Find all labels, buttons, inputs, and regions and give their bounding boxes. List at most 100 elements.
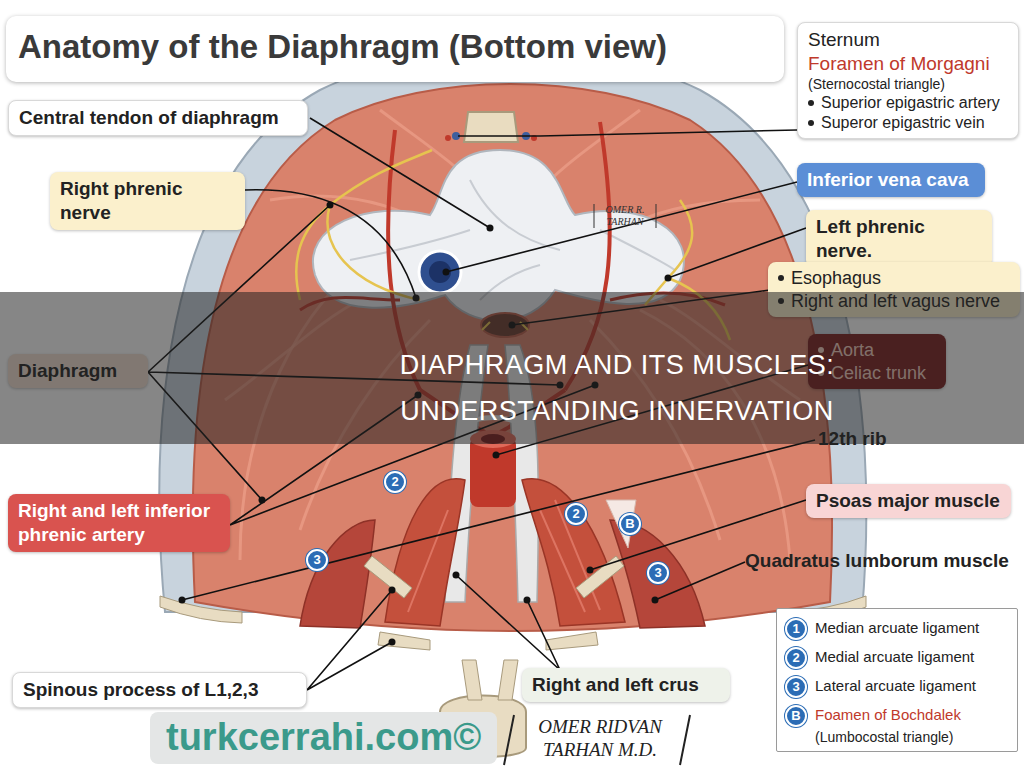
- label-text: Right phrenic nerve: [60, 177, 235, 225]
- nerve-label-box: Right phrenic nerve: [50, 172, 245, 230]
- caption-band: DIAPHRAGM AND ITS MUSCLES: UNDERSTANDING…: [0, 292, 1024, 444]
- nerve-label-box: Left phrenic nerve.: [806, 210, 992, 268]
- label-text: Superior epigastric artery: [821, 93, 1000, 113]
- callout-text: 3: [787, 678, 805, 696]
- transverse-process: [378, 632, 598, 650]
- callout-number: 2: [785, 647, 807, 669]
- label-text: Sternum: [808, 28, 1008, 52]
- callout-number: 2: [565, 503, 587, 525]
- watermark-text: OMER R. TARHAN: [596, 204, 654, 228]
- leader-dot: [443, 269, 450, 276]
- psoas-muscle: [385, 479, 465, 626]
- tendon-fiber: [350, 180, 675, 300]
- leader-dot: [179, 597, 186, 604]
- label-box: Central tendon of diaphragm: [8, 100, 308, 136]
- website-box: turkcerrahi.com©: [150, 712, 497, 764]
- vena-cava-lumen: [429, 261, 451, 283]
- label-text: Superor epigastric vein: [821, 113, 985, 133]
- callout-text: 2: [567, 505, 585, 523]
- label-text: Left phrenic nerve.: [816, 215, 982, 263]
- label-text: Foamen of Bochdalek: [815, 706, 961, 725]
- label-text: Central tendon of diaphragm: [19, 106, 297, 130]
- text-row: Lateral arcuate ligament: [815, 677, 976, 696]
- bullet-row: Esophagus: [778, 267, 1010, 290]
- callout-number: 1: [785, 618, 807, 640]
- sternum-bone: [464, 112, 518, 142]
- vessel-label-box: Right and left inferior phrenic artery: [8, 494, 230, 552]
- leader-dot: [259, 497, 266, 504]
- callout-number: 3: [785, 676, 807, 698]
- text-row: Foamen of Bochdalek: [815, 706, 961, 725]
- caption-text: DIAPHRAGM AND ITS MUSCLES: UNDERSTANDING…: [292, 342, 942, 434]
- vessel-label-box: Inferior vena cava: [797, 163, 985, 197]
- bullet-dot: [808, 120, 814, 126]
- leader-dot: [327, 202, 334, 209]
- leader-dot: [389, 639, 396, 646]
- vena-cava-opening: [419, 251, 461, 293]
- label-box: SternumForamen of Morgagni(Sternocostal …: [797, 22, 1019, 139]
- muscle-fiber: [408, 500, 600, 612]
- epigastric-artery: [445, 135, 451, 141]
- leader-dot: [453, 572, 460, 579]
- muscle-label-box: Psoas major muscle: [806, 484, 1011, 518]
- vertebral-process: [462, 660, 518, 700]
- callout-number: 3: [306, 549, 328, 571]
- leader-dot: [587, 567, 594, 574]
- leader-line: [456, 575, 560, 670]
- label-text: Spinous process of L1,2,3: [23, 678, 296, 702]
- callout-text: B: [621, 515, 639, 533]
- label-box: Spinous process of L1,2,3: [12, 672, 307, 708]
- label-text: Esophagus: [791, 267, 881, 290]
- label-text: Lateral arcuate ligament: [815, 677, 976, 696]
- label-box: Right and left crus: [522, 668, 730, 702]
- label-text: Median arcuate ligament: [815, 619, 979, 638]
- label-text: Foramen of Morgagni: [808, 52, 1008, 76]
- leader-dot: [524, 597, 531, 604]
- text-row: Medial arcuate ligament: [815, 648, 974, 667]
- bullet-dot: [778, 275, 784, 281]
- key-table: Median arcuate ligamentMedial arcuate li…: [776, 608, 1018, 752]
- bullet-dot: [808, 100, 814, 106]
- leader-dot: [487, 225, 494, 232]
- callout-text: 3: [308, 551, 326, 569]
- label-text: turkcerrahi.com©: [166, 714, 481, 762]
- right-phrenic-nerve: [296, 150, 432, 300]
- twelfth-rib: [364, 556, 412, 598]
- text-row: Median arcuate ligament: [815, 619, 979, 638]
- leader-dot: [665, 275, 672, 282]
- leader-dot: [652, 597, 659, 604]
- label-text: Right and left inferior phrenic artery: [18, 499, 220, 547]
- callout-number: 3: [647, 562, 669, 584]
- diagram-title: Anatomy of the Diaphragm (Bottom view): [18, 28, 667, 65]
- label-text: (Lumbocostal triangle): [815, 729, 954, 747]
- leader-dot: [493, 452, 500, 459]
- leader-line: [182, 440, 815, 600]
- leader-line: [307, 590, 392, 690]
- leader-dot: [389, 587, 396, 594]
- label-text: Medial arcuate ligament: [815, 648, 974, 667]
- leader-line: [458, 130, 797, 136]
- callout-number: B: [619, 513, 641, 535]
- label-text: Psoas major muscle: [816, 489, 1001, 513]
- text-row: (Lumbocostal triangle): [815, 729, 954, 747]
- leader-line: [310, 118, 490, 228]
- bullet-row: Superior epigastric artery: [808, 93, 1008, 113]
- callout-number: B: [785, 705, 807, 727]
- label-text: Right and left crus: [532, 673, 720, 697]
- twelfth-rib: [576, 556, 624, 598]
- bullet-row: Superor epigastric vein: [808, 113, 1008, 133]
- callout-text: 2: [386, 473, 404, 491]
- quadratus-lumborum: [300, 520, 375, 628]
- callout-number: 2: [384, 471, 406, 493]
- leader-line: [446, 182, 797, 272]
- label-text: Inferior vena cava: [807, 168, 975, 192]
- leader-line: [655, 562, 745, 600]
- callout-text: 2: [787, 649, 805, 667]
- author-signature: OMER RIDVAN TARHAN M.D.: [520, 716, 680, 762]
- label-text: (Sternocostal triangle): [808, 76, 1008, 94]
- callout-text: 1: [787, 620, 805, 638]
- callout-text: 3: [649, 564, 667, 582]
- part-label: Quadratus lumborum muscle: [745, 550, 1009, 572]
- leader-line: [245, 190, 416, 298]
